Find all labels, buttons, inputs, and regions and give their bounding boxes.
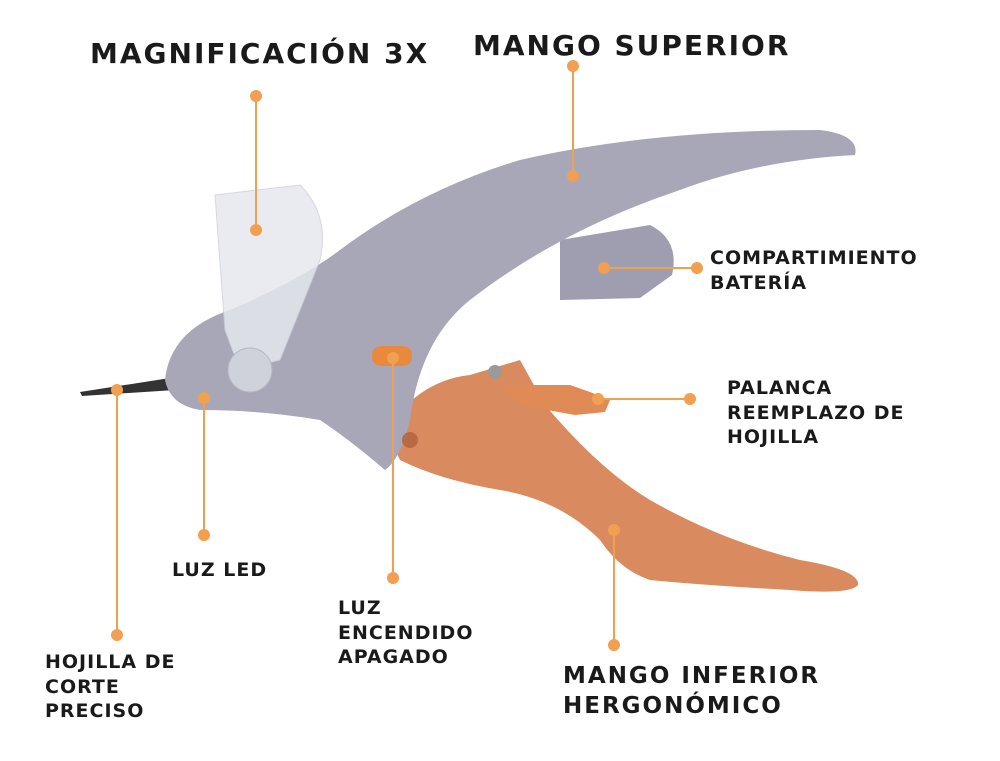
label-line: LUZ LED bbox=[172, 559, 268, 581]
label-line: HOJILLA bbox=[727, 426, 820, 449]
magnifier-hinge bbox=[227, 347, 273, 393]
label-magnification: MAGNIFICACIÓN 3X bbox=[90, 36, 429, 72]
label-line: HOJILLA DE bbox=[45, 651, 176, 673]
label-line: REEMPLAZO DE bbox=[727, 401, 905, 424]
label-line: HERGONÓMICO bbox=[563, 692, 783, 719]
label-line: PRECISO bbox=[45, 700, 145, 723]
magnifier-lens bbox=[214, 184, 323, 371]
label-line: MANGO INFERIOR bbox=[563, 663, 821, 689]
label-line: BATERÍA bbox=[710, 271, 808, 294]
label-line: APAGADO bbox=[338, 646, 449, 669]
blade-lever bbox=[500, 385, 610, 415]
label-line: LUZ bbox=[338, 597, 382, 619]
label-upper-handle: MANGO SUPERIOR bbox=[473, 28, 790, 64]
lever-screw bbox=[488, 365, 502, 379]
label-line: CORTE bbox=[45, 675, 120, 698]
callout-lines bbox=[111, 60, 703, 651]
cutting-blade bbox=[80, 378, 175, 396]
label-line: COMPARTIMIENTO bbox=[710, 247, 918, 269]
label-led: LUZ LED bbox=[172, 558, 267, 583]
label-line: PALANCA bbox=[727, 377, 833, 399]
label-line: ENCENDIDO bbox=[338, 621, 474, 644]
label-line: MAGNIFICACIÓN 3X bbox=[90, 37, 430, 70]
label-lower-handle: MANGO INFERIOR HERGONÓMICO bbox=[563, 662, 820, 722]
pivot-screw bbox=[402, 432, 418, 448]
upper-handle bbox=[165, 130, 856, 470]
label-line: MANGO SUPERIOR bbox=[473, 29, 791, 62]
battery-compartment bbox=[560, 225, 674, 300]
lower-handle bbox=[385, 360, 859, 592]
